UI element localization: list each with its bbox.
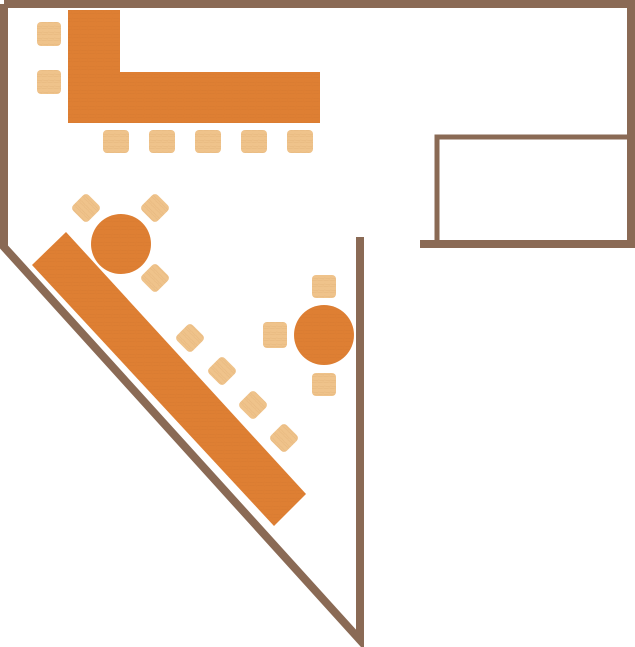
top-wall	[4, 0, 635, 248]
chair	[208, 357, 236, 385]
chair	[72, 194, 100, 222]
chair	[287, 130, 313, 153]
chair	[149, 130, 175, 153]
l-counter	[68, 10, 320, 123]
diagonal-counter	[32, 232, 306, 526]
chair	[239, 391, 267, 419]
chair	[141, 194, 169, 222]
chair	[37, 70, 61, 94]
chair	[263, 322, 287, 348]
chair	[312, 373, 336, 396]
chair	[37, 22, 61, 46]
chairs	[37, 22, 336, 452]
round-table-right	[294, 305, 354, 365]
chair	[312, 275, 336, 298]
chair	[176, 324, 204, 352]
chair	[270, 424, 298, 452]
room-box	[434, 134, 631, 244]
chair	[141, 264, 169, 292]
outer-wall	[0, 4, 364, 647]
chair	[195, 130, 221, 153]
chair	[241, 130, 267, 153]
round-table-left	[91, 214, 151, 274]
chair	[103, 130, 129, 153]
